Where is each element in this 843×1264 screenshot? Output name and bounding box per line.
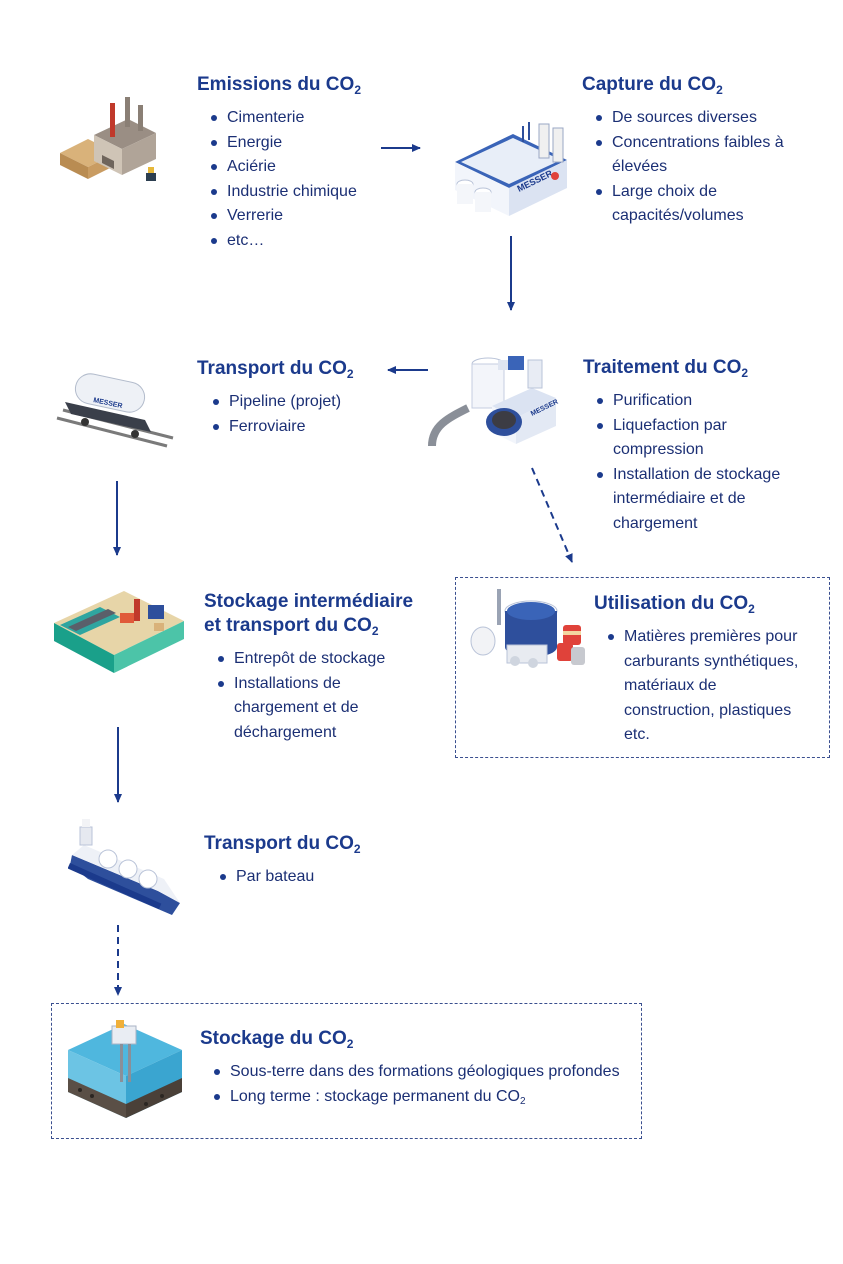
port-storage-icon bbox=[50, 583, 185, 675]
list-item: Cimenterie bbox=[211, 106, 361, 131]
list-item: Pipeline (projet) bbox=[213, 390, 354, 415]
list-item: Aciérie bbox=[211, 155, 361, 180]
transport-rail-title: Transport du CO2 bbox=[197, 358, 354, 381]
offshore-storage-icon bbox=[66, 1016, 184, 1120]
stockage-block: Stockage du CO2 Sous-terre dans des form… bbox=[200, 1027, 620, 1111]
rail-tank-wagon-icon: MESSER bbox=[55, 372, 175, 452]
emissions-block: Emissions du CO2 Cimenterie Energie Acié… bbox=[197, 73, 361, 253]
utilisation-plant-icon bbox=[467, 585, 589, 680]
transport-ship-list: Par bateau bbox=[220, 865, 361, 890]
list-item: Long terme : stockage permanent du CO2 bbox=[214, 1085, 620, 1112]
list-item: Entrepôt de stockage bbox=[218, 647, 413, 672]
capture-list: De sources diverses Concentrations faibl… bbox=[596, 106, 784, 229]
lng-ship-icon bbox=[67, 815, 183, 917]
transport-rail-block: Transport du CO2 Pipeline (projet) Ferro… bbox=[197, 357, 354, 439]
utilisation-title: Utilisation du CO2 bbox=[594, 593, 755, 616]
utilisation-block: Utilisation du CO2 Matières premières po… bbox=[594, 592, 798, 748]
transport-ship-block: Transport du CO2 Par bateau bbox=[204, 832, 361, 890]
list-item: Industrie chimique bbox=[211, 180, 361, 205]
capture-block: Capture du CO2 De sources diverses Conce… bbox=[582, 73, 784, 229]
emissions-list: Cimenterie Energie Aciérie Industrie chi… bbox=[211, 106, 361, 253]
arrow-traitement-to-utilisation bbox=[531, 467, 573, 563]
list-item: Purification bbox=[597, 389, 780, 414]
list-item: Sous-terre dans des formations géologiqu… bbox=[214, 1060, 620, 1085]
stockage-list: Sous-terre dans des formations géologiqu… bbox=[214, 1060, 620, 1111]
treatment-plant-icon: MESSER bbox=[428, 346, 563, 448]
stockage-box bbox=[51, 1003, 642, 1139]
capture-plant-icon: MESSER bbox=[443, 112, 578, 222]
transport-ship-title: Transport du CO2 bbox=[204, 833, 361, 856]
list-item: Verrerie bbox=[211, 204, 361, 229]
transport-rail-list: Pipeline (projet) Ferroviaire bbox=[213, 390, 354, 439]
list-item: Par bateau bbox=[220, 865, 361, 890]
utilisation-box bbox=[455, 577, 830, 758]
emissions-title: Emissions du CO2 bbox=[197, 74, 361, 97]
list-item: Energie bbox=[211, 131, 361, 156]
traitement-block: Traitement du CO2 Purification Liquefact… bbox=[583, 356, 780, 536]
list-item: De sources diverses bbox=[596, 106, 784, 131]
factory-icon bbox=[50, 95, 170, 190]
list-item: etc… bbox=[211, 229, 361, 254]
traitement-title: Traitement du CO2 bbox=[583, 357, 749, 380]
list-item: Ferroviaire bbox=[213, 415, 354, 440]
stockage-title: Stockage du CO2 bbox=[200, 1028, 354, 1051]
capture-title: Capture du CO2 bbox=[582, 74, 723, 97]
